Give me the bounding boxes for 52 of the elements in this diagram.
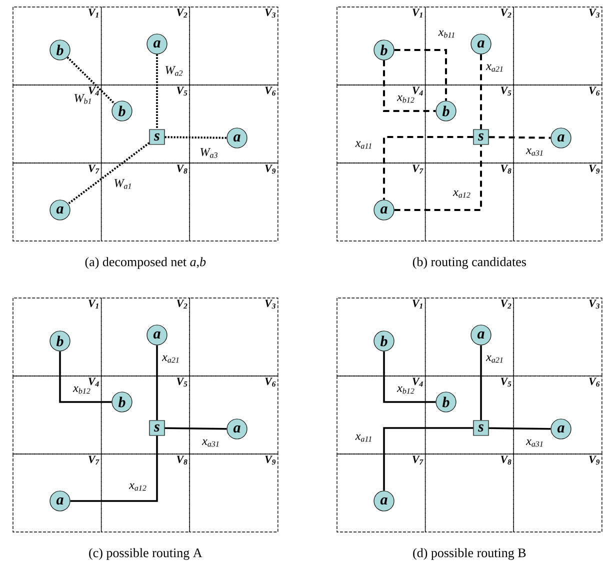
connector: [394, 144, 482, 211]
edge-label: x$_{a11}$: [355, 434, 372, 442]
connector: [383, 60, 436, 112]
grid-cell: V$_{9}$: [513, 454, 602, 532]
connector: [156, 54, 158, 130]
edge-label: x$_{a31}$: [526, 439, 543, 447]
edge-label: x$_{a12}$: [452, 190, 470, 198]
grid-cell: V$_{3}$: [189, 298, 278, 376]
edge-label: x$_{a11}$: [355, 141, 372, 149]
panel-caption: (a) decomposed net a,b: [85, 257, 206, 269]
connector: [383, 427, 474, 491]
connector: [488, 427, 551, 430]
connector: [70, 436, 158, 502]
edge-label: x$_{a21}$: [486, 64, 503, 72]
edge-label: x$_{b12}$: [396, 386, 414, 394]
connector: [488, 136, 551, 139]
edge-label: x$_{b12}$: [396, 95, 414, 103]
edge-label: x$_{b12}$: [72, 386, 90, 394]
grid-cell: V$_{3}$: [189, 6, 278, 86]
connector: [59, 351, 112, 403]
grid-cell: V$_{9}$: [513, 162, 602, 242]
grid-cell: V$_{8}$: [424, 454, 514, 532]
terminal-square: s: [473, 420, 489, 436]
panel-caption: (b) routing candidates: [412, 257, 526, 269]
connector: [480, 345, 482, 420]
connector: [164, 136, 227, 139]
edge-label: W$_{a3}$: [200, 148, 218, 158]
connector: [383, 351, 436, 403]
panel-caption: (d) possible routing B: [413, 548, 526, 560]
connector: [156, 345, 158, 420]
connector: [383, 136, 474, 200]
connector: [66, 56, 116, 104]
grid-cell: V$_{9}$: [189, 162, 278, 242]
grid-cell: V$_{9}$: [189, 454, 278, 532]
edge-label: x$_{a31}$: [526, 148, 543, 156]
connector: [164, 427, 227, 430]
connector: [394, 49, 447, 101]
terminal-square: s: [149, 420, 165, 436]
terminal-square: s: [473, 129, 489, 145]
connector: [480, 54, 482, 130]
edge-label: W$_{b1}$: [74, 94, 91, 104]
grid-cell: V$_{3}$: [513, 6, 602, 86]
edge-label: W$_{a2}$: [166, 66, 183, 76]
edge-label: x$_{b11}$: [438, 30, 454, 38]
edge-label: x$_{a31}$: [202, 439, 219, 447]
connector: [68, 142, 150, 205]
edge-label: W$_{a1}$: [114, 179, 131, 189]
edge-label: x$_{a12}$: [128, 483, 146, 491]
terminal-square: s: [149, 129, 165, 145]
edge-label: x$_{a21}$: [486, 355, 503, 363]
grid-cell: V$_{3}$: [513, 298, 602, 376]
edge-label: x$_{a21}$: [162, 355, 179, 363]
